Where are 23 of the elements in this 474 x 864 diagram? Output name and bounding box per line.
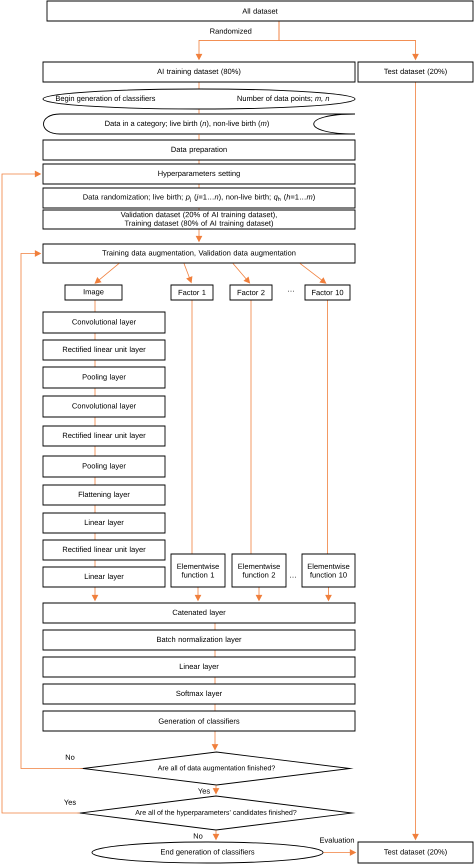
- connector-line: [94, 560, 96, 567]
- connector-line: [214, 650, 216, 657]
- connector-line: [94, 333, 96, 340]
- connector-line: [214, 623, 216, 630]
- connector-line: [198, 184, 200, 188]
- connector-line: [214, 704, 216, 711]
- connector-line: [94, 300, 96, 312]
- connector-line: [198, 160, 200, 164]
- connector-line: [198, 109, 200, 114]
- connector-line: [198, 134, 200, 140]
- arrow: [2, 170, 80, 814]
- connector-line: [198, 82, 200, 89]
- connector-line: [327, 300, 328, 554]
- connector-line: [94, 477, 96, 485]
- connector-line: [94, 388, 96, 396]
- arrow: [20, 250, 84, 769]
- connector-line: [94, 446, 96, 456]
- connector-line: [94, 360, 96, 367]
- connector-line: [250, 300, 252, 554]
- connector-line: [94, 505, 96, 513]
- connector-line: [94, 417, 96, 426]
- connector-line: [94, 533, 96, 540]
- connector-line: [214, 677, 216, 684]
